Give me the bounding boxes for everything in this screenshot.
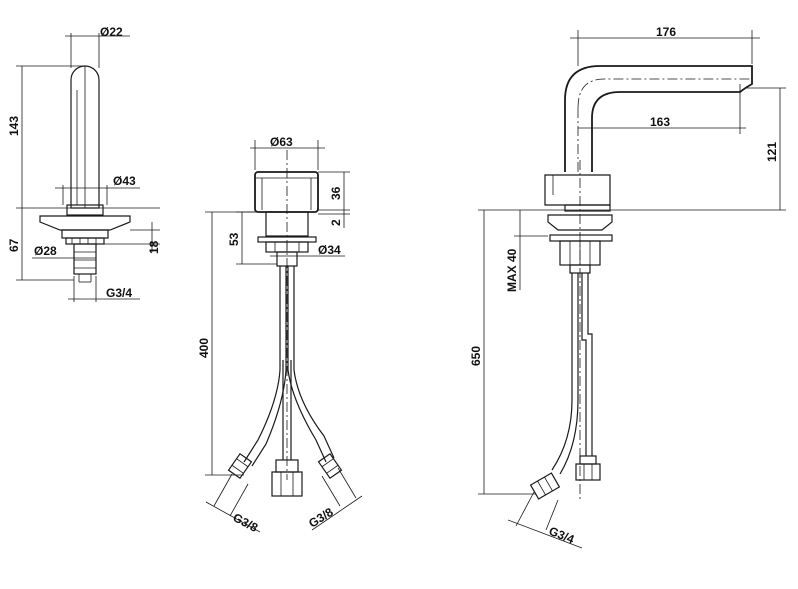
dim-left-top-diameter: Ø22 <box>100 25 123 39</box>
dim-right-hose-thread: G3/4 <box>547 524 577 547</box>
center-view-mixer-body: Ø63 36 2 53 Ø34 400 G3/8 G3/8 <box>197 135 363 535</box>
dim-center-gap: 2 <box>329 219 343 226</box>
center-hose-left <box>243 266 287 467</box>
left-washer <box>61 229 109 239</box>
dim-left-base-height: 67 <box>7 238 21 252</box>
left-view-spout-side: Ø22 143 Ø43 67 18 Ø28 G3/4 <box>7 25 161 302</box>
dim-center-hose-thread-right: G3/8 <box>306 505 336 531</box>
dim-center-top-diameter: Ø63 <box>270 135 293 149</box>
center-fitting-middle <box>271 459 303 497</box>
left-collar <box>66 204 104 216</box>
dim-left-mid-diameter: Ø43 <box>113 174 136 188</box>
center-fitting-left <box>227 452 253 480</box>
center-fitting-right <box>317 452 343 480</box>
dim-center-body-height: 53 <box>227 232 241 246</box>
right-flange <box>547 214 613 231</box>
dim-center-hose-thread-left: G3/8 <box>231 510 261 535</box>
dim-center-cap-height: 36 <box>329 186 343 200</box>
right-fitting-main <box>529 472 561 500</box>
dim-left-flange-thickness: 18 <box>147 240 161 254</box>
dim-right-spout-height: 121 <box>765 142 779 162</box>
left-flange-plate <box>39 215 131 231</box>
center-hose-right <box>287 266 335 463</box>
right-body <box>544 174 611 206</box>
right-view-spout-profile: 176 163 121 MAX 40 650 G3/4 <box>469 25 786 549</box>
right-fitting-secondary <box>575 455 601 481</box>
dim-left-bottom-diameter: Ø28 <box>34 244 57 258</box>
dim-right-spout-reach: 163 <box>650 115 670 129</box>
dim-right-overall-reach: 176 <box>656 25 676 39</box>
center-hose-middle <box>282 360 292 460</box>
right-spout <box>564 65 753 172</box>
dim-right-hose-length: 650 <box>469 346 483 366</box>
right-washer <box>549 234 613 242</box>
dim-center-nut-diameter: Ø34 <box>318 243 341 257</box>
dim-left-height: 143 <box>7 116 21 136</box>
dim-right-max-deck: MAX 40 <box>505 248 519 292</box>
dim-center-hose-length: 400 <box>197 338 211 358</box>
right-collar <box>564 204 611 212</box>
left-thread-stub <box>73 243 97 275</box>
right-hose-secondary <box>581 273 593 456</box>
dim-left-thread: G3/4 <box>106 286 132 300</box>
right-hose-main <box>551 273 579 475</box>
left-spout-tube <box>70 65 100 209</box>
